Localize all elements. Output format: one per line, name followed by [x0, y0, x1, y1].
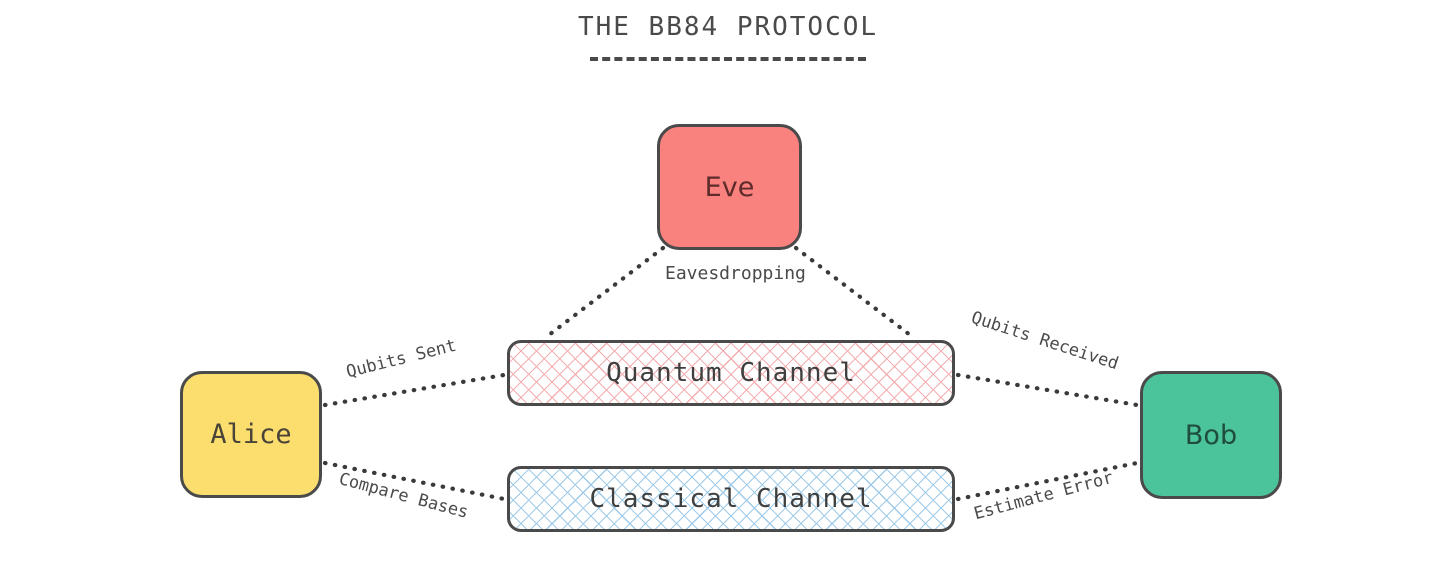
- page-title: THE BB84 PROTOCOL: [577, 12, 879, 42]
- edge-quantum-bob: [955, 372, 1140, 408]
- edge-label-eavesdropping: Eavesdropping: [665, 263, 806, 284]
- node-alice-label: Alice: [210, 419, 292, 450]
- quantum-channel-label: Quantum Channel: [606, 358, 856, 388]
- node-classical-channel[interactable]: Classical Channel: [507, 466, 955, 532]
- node-eve[interactable]: Eve: [657, 124, 802, 250]
- edge-eve-quantum-left: [542, 245, 666, 341]
- node-alice[interactable]: Alice: [180, 371, 322, 498]
- edge-classical-bob: [955, 460, 1140, 502]
- node-bob[interactable]: Bob: [1140, 371, 1282, 499]
- edge-eve-quantum-right: [793, 245, 917, 341]
- edge-alice-quantum: [322, 372, 507, 408]
- node-quantum-channel[interactable]: Quantum Channel: [507, 340, 955, 406]
- edge-alice-classical: [322, 460, 507, 502]
- node-eve-label: Eve: [704, 171, 755, 203]
- node-bob-label: Bob: [1184, 419, 1238, 451]
- title-underline-dashes: [590, 57, 866, 61]
- classical-channel-label: Classical Channel: [589, 484, 873, 514]
